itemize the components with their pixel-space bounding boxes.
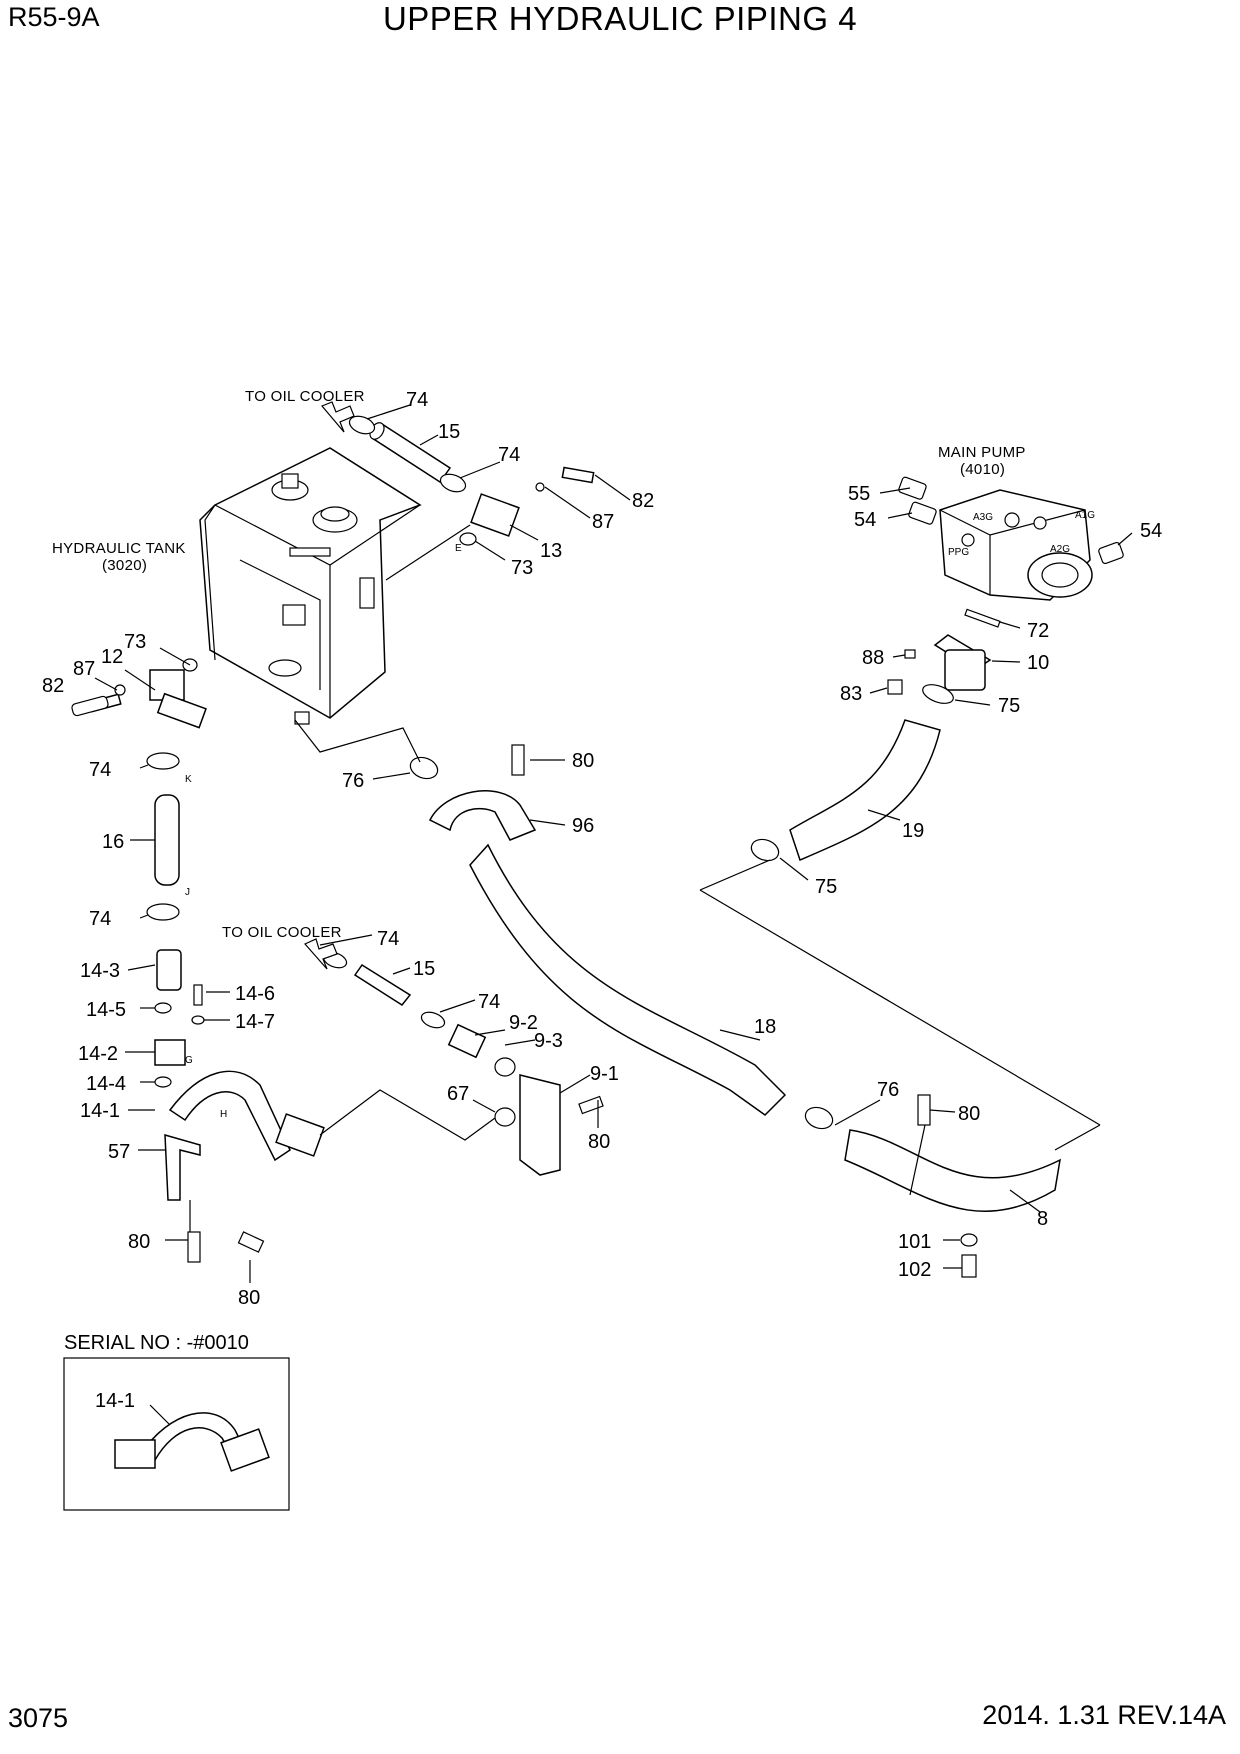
port-label-k: K	[185, 774, 192, 785]
callout-72: 72	[1027, 620, 1049, 642]
callout-76: 76	[877, 1079, 899, 1101]
port-label-a2g: A2G	[1050, 544, 1070, 555]
callout-14-3: 14-3	[80, 960, 120, 982]
callout-74: 74	[89, 908, 111, 930]
port-label-a1g: A1G	[1075, 510, 1095, 521]
callout-96: 96	[572, 815, 594, 837]
arrow-to-oil-cooler-top	[321, 401, 355, 433]
callout-19: 19	[902, 820, 924, 842]
revision-date: 2014. 1.31 REV.14A	[982, 1700, 1226, 1730]
callout-74: 74	[478, 991, 500, 1013]
callout-14-5: 14-5	[86, 999, 126, 1021]
callout-14-6: 14-6	[235, 983, 275, 1005]
page-number: 3075	[8, 1703, 69, 1733]
callout-73: 73	[511, 557, 533, 579]
callout-82: 82	[632, 490, 654, 512]
callout-75: 75	[815, 876, 837, 898]
callout-15: 15	[413, 958, 435, 980]
callout-82: 82	[42, 675, 64, 697]
caption-main-pump-ref: (4010)	[960, 461, 1005, 478]
callout-9-1: 9-1	[590, 1063, 619, 1085]
callout-74: 74	[377, 928, 399, 950]
callout-13: 13	[540, 540, 562, 562]
callout-74: 74	[89, 759, 111, 781]
callout-10: 10	[1027, 652, 1049, 674]
callout-74: 74	[498, 444, 520, 466]
leader-lines	[94, 404, 1133, 1426]
callout-80: 80	[572, 750, 594, 772]
pipes	[88, 422, 1061, 1472]
callout-54: 54	[854, 509, 876, 531]
port-label-j: J	[185, 887, 190, 898]
callout-57: 57	[108, 1141, 130, 1163]
callout-101: 101	[898, 1231, 931, 1253]
callout-18: 18	[754, 1016, 776, 1038]
port-label-h: H	[220, 1109, 227, 1120]
callout-74: 74	[406, 389, 428, 411]
callout-80: 80	[958, 1103, 980, 1125]
callout-83: 83	[840, 683, 862, 705]
callout-80: 80	[238, 1287, 260, 1309]
callout-87: 87	[73, 658, 95, 680]
model-code: R55-9A	[8, 2, 100, 32]
small-parts	[71, 415, 1124, 1278]
callout-8: 8	[1037, 1208, 1048, 1230]
caption-main-pump: MAIN PUMP	[938, 444, 1026, 461]
port-label-g: G	[185, 1055, 193, 1066]
callout-102: 102	[898, 1259, 931, 1281]
callout-14-1: 14-1	[80, 1100, 120, 1122]
callout-87: 87	[592, 511, 614, 533]
arrow-to-oil-cooler-mid	[304, 938, 338, 970]
callout-14-4: 14-4	[86, 1073, 126, 1095]
caption-hydraulic-tank-ref: (3020)	[102, 557, 147, 574]
caption-serial-no: SERIAL NO : -#0010	[64, 1332, 249, 1354]
callout-55: 55	[848, 483, 870, 505]
callout-14-7: 14-7	[235, 1011, 275, 1033]
caption-hydraulic-tank: HYDRAULIC TANK	[52, 540, 186, 557]
page-title: UPPER HYDRAULIC PIPING 4	[382, 0, 858, 37]
caption-to-oil-cooler-top: TO OIL COOLER	[245, 388, 365, 405]
serial-inset-frame	[63, 1357, 290, 1511]
caption-to-oil-cooler-mid: TO OIL COOLER	[222, 924, 342, 941]
callout-14-2: 14-2	[78, 1043, 118, 1065]
main-pump	[939, 489, 1093, 601]
callout-80: 80	[588, 1131, 610, 1153]
callout-73: 73	[124, 631, 146, 653]
callout-88: 88	[862, 647, 884, 669]
hydraulic-tank	[199, 447, 422, 725]
callout-14-1-inset: 14-1	[95, 1390, 135, 1412]
callout-16: 16	[102, 831, 124, 853]
callout-9-2: 9-2	[509, 1012, 538, 1034]
callout-12: 12	[101, 646, 123, 668]
callout-67: 67	[447, 1083, 469, 1105]
callout-80: 80	[128, 1231, 150, 1253]
callout-54: 54	[1140, 520, 1162, 542]
callout-75: 75	[998, 695, 1020, 717]
port-label-a3g: A3G	[973, 512, 993, 523]
callout-9-3: 9-3	[534, 1030, 563, 1052]
port-label-e: E	[455, 543, 462, 554]
callout-76: 76	[342, 770, 364, 792]
callout-15: 15	[438, 421, 460, 443]
port-label-ppg: PPG	[948, 547, 969, 558]
